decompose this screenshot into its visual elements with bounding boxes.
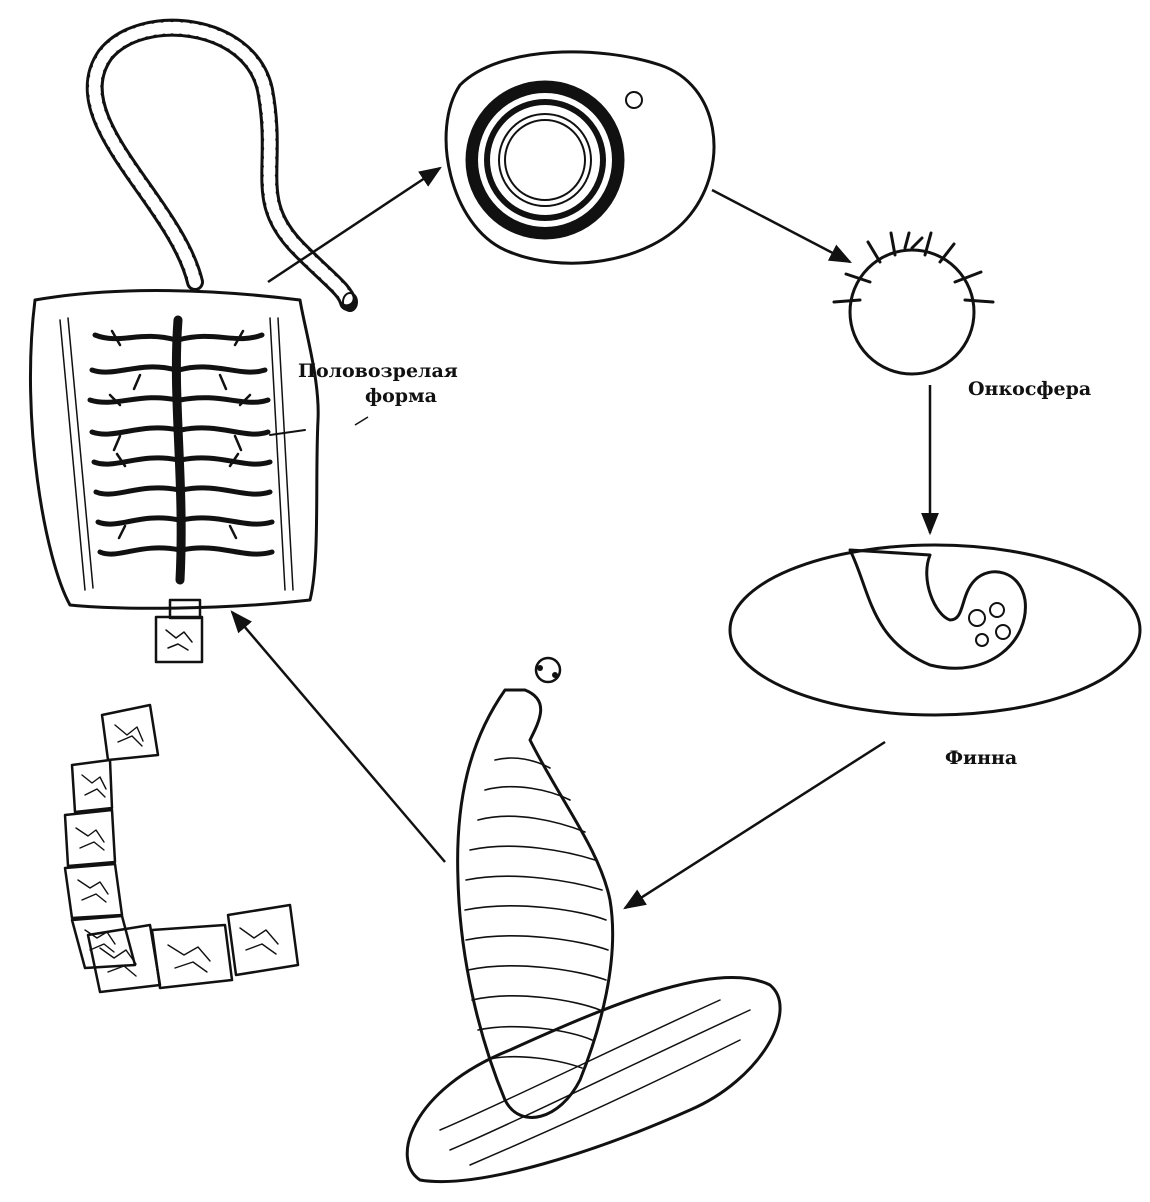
label-adult-line1: Половозрелая xyxy=(298,360,458,382)
arrow-finna-to-scolex xyxy=(625,742,885,908)
mature-proglottid xyxy=(30,291,318,662)
label-adult-line2: форма xyxy=(365,385,437,407)
arrow-egg-to-oncosphere xyxy=(712,190,850,262)
gravid-proglottid-chain xyxy=(65,705,298,992)
scolex-with-neck xyxy=(407,658,780,1182)
label-finna: Финна xyxy=(945,747,1017,769)
arrow-adult-to-egg xyxy=(268,168,440,282)
finna-cysticercus xyxy=(730,545,1140,715)
oncosphere xyxy=(834,233,993,374)
egg xyxy=(446,52,714,263)
strobila-chain xyxy=(95,28,357,311)
label-oncosphere: Онкосфера xyxy=(968,378,1091,400)
arrow-scolex-to-adult xyxy=(232,612,445,862)
adult-label-pointer xyxy=(355,417,368,425)
